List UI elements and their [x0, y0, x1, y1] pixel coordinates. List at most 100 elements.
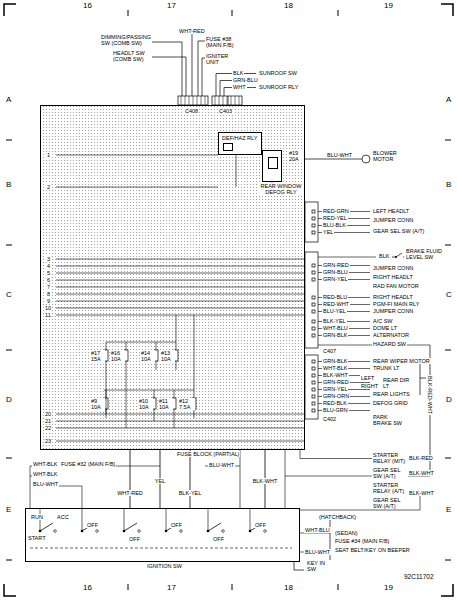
switch-position: START — [27, 535, 47, 541]
grid-reference: E — [5, 506, 12, 515]
wire-label: C403 — [218, 108, 233, 114]
wire-label: WHT-BLU — [322, 325, 349, 331]
wire-label: REAR WIPER MOTOR — [372, 358, 431, 364]
wire-line — [56, 294, 305, 295]
wire-label: C408 — [184, 108, 199, 114]
wire-line — [294, 562, 304, 570]
switch-position: RUN — [30, 514, 44, 520]
wire-line — [445, 560, 451, 561]
wire-line — [56, 287, 305, 288]
switch-contact — [180, 530, 183, 533]
blower-motor-symbol — [362, 155, 370, 163]
bracket-line — [420, 362, 426, 395]
wire-line — [106, 342, 107, 350]
pin-number: 2 — [46, 184, 51, 190]
pin-number: 8 — [46, 291, 51, 297]
wire-line — [6, 458, 12, 459]
wire-line — [201, 96, 202, 105]
pin-number: 6 — [46, 277, 51, 283]
wire-line — [239, 96, 240, 105]
wire-line — [106, 342, 176, 343]
fuse-label: #9 10A — [90, 398, 105, 410]
wire-line — [174, 409, 175, 418]
pin-number: 22 — [44, 425, 52, 431]
wire-line — [56, 266, 305, 267]
wire-line — [40, 523, 53, 531]
connector-pin — [312, 388, 315, 391]
fuse-label: #16 10A — [110, 350, 125, 362]
fuse-label: #12 7.5A — [178, 398, 195, 410]
wire-label: GRN-RED — [322, 262, 350, 268]
wire-line — [106, 361, 107, 370]
connector-pin — [312, 310, 315, 313]
grid-reference: D — [5, 396, 13, 405]
wire-line — [152, 42, 182, 96]
wire-line — [56, 428, 305, 429]
wire-label: BLU-WHT — [208, 462, 235, 468]
pin-number: 10 — [44, 305, 52, 311]
wire-label: TRUNK LT — [372, 365, 400, 371]
wire-line — [445, 350, 451, 351]
wire-label: GEAR SEL SW (A/T) — [372, 467, 408, 479]
wire-label: C402 — [322, 416, 337, 422]
wire-label: JUMPER CONN — [372, 217, 414, 223]
wire-label: BLU-YEL — [322, 308, 347, 314]
node-label: DEF/HAZ RLY — [221, 135, 258, 141]
pin-number: 4 — [46, 263, 51, 269]
grid-reference: C — [5, 291, 13, 300]
wire-label: BLU-BLK — [322, 222, 347, 228]
grid-reference: D — [445, 396, 453, 405]
wire-label: A/C SW — [372, 318, 394, 324]
wire-label: GRN-BLK — [322, 332, 348, 338]
wire-line — [6, 350, 12, 351]
grid-reference: C — [445, 291, 453, 300]
wire-line — [181, 96, 182, 105]
wire-label: BLU-WHT — [326, 152, 353, 158]
wire-line — [56, 421, 305, 422]
connector-c403 — [212, 96, 242, 105]
switch-contact — [165, 530, 168, 533]
wire-label: GRN-YEL — [322, 386, 348, 392]
connector-pin — [312, 395, 315, 398]
wire-label: BLU-WHT — [304, 549, 331, 555]
wire-line — [208, 508, 209, 531]
grid-reference: 19 — [383, 2, 394, 11]
wire-line — [232, 10, 233, 16]
wire-line — [300, 458, 372, 459]
connector-pin — [312, 271, 315, 274]
wire-label: GEAR SEL SW (A/T) — [372, 228, 425, 234]
wire-label: IGNITER UNIT — [205, 53, 243, 65]
pin-number: 3 — [46, 256, 51, 262]
switch-position: OFF — [170, 522, 183, 528]
relay-box: DEF/HAZ RLY — [218, 132, 262, 155]
wire-line — [56, 259, 305, 260]
connector-pin — [312, 374, 315, 377]
wire-label: BLK-WHT — [252, 478, 279, 484]
wire-line — [124, 508, 125, 531]
switch-contact — [54, 530, 57, 533]
wire-line — [56, 301, 305, 302]
wire-label: REAR DIR LT — [382, 377, 412, 389]
wire-line — [126, 370, 127, 428]
wire-line — [166, 508, 167, 531]
wire-connector — [130, 450, 131, 508]
wire-label: STARTER RELAY (M/T) — [372, 452, 408, 464]
wire-label: BLK-YEL — [322, 318, 347, 324]
wire-line — [56, 315, 305, 316]
wire-line — [174, 418, 175, 428]
wire-label: RIGHT HEADLT — [372, 274, 414, 280]
wire-label: BLK-RED-WHT — [427, 375, 433, 415]
connector-pin — [312, 231, 315, 234]
wire-connector — [190, 450, 191, 508]
relay-box: REAR WINDOW DEFOG RLY — [262, 150, 282, 182]
wire-label: GRN-YEL — [322, 276, 348, 282]
switch-contact — [39, 530, 42, 533]
wire-label: RED-BLK — [322, 400, 348, 406]
wire-label: LEFT HEADLT — [372, 208, 410, 214]
wire-line — [156, 361, 157, 370]
wire-line — [106, 370, 107, 414]
grid-reference: 17 — [166, 2, 177, 11]
connector-pin — [312, 296, 315, 299]
grid-reference: B — [445, 181, 452, 190]
